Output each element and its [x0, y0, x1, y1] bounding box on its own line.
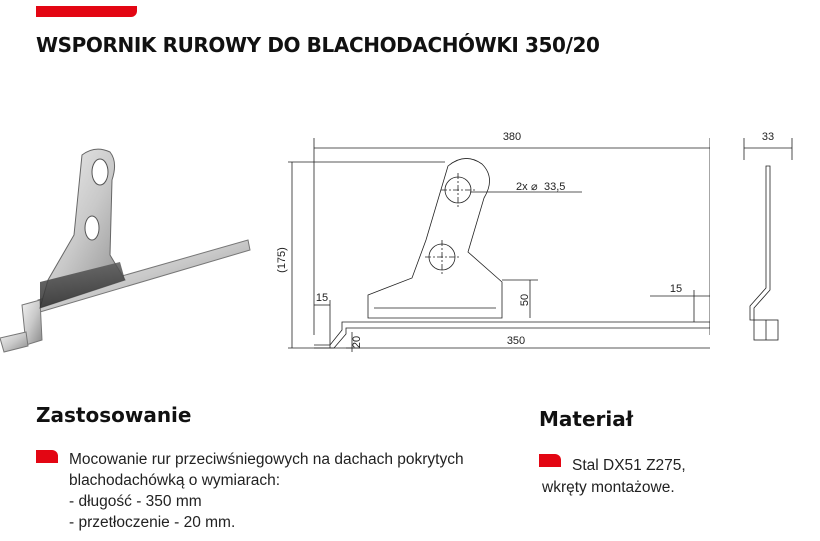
- dim-right-foot: 15: [670, 283, 682, 295]
- usage-line-2: blachodachówką o wymiarach:: [69, 472, 281, 489]
- dim-holes: 2x: [516, 181, 528, 193]
- technical-drawing-side: 33: [743, 131, 793, 341]
- usage-heading: Zastosowanie: [36, 403, 192, 427]
- dim-offset: 20: [351, 336, 363, 348]
- usage-bullet: [36, 450, 58, 463]
- material-text: Stal DX51 Z275,: [572, 455, 686, 476]
- usage-line-3: - długość - 350 mm: [69, 493, 202, 510]
- material-line-2: wkręty montażowe.: [542, 479, 675, 496]
- product-photo: [0, 148, 251, 353]
- dim-width: 380: [503, 131, 521, 143]
- usage-text: Mocowanie rur przeciwśniegowych na dacha…: [69, 449, 464, 533]
- material-heading: Materiał: [539, 407, 634, 431]
- diameter-icon: ⌀: [531, 181, 538, 193]
- dim-length: 350: [507, 335, 525, 347]
- dim-left-foot: 15: [316, 292, 328, 304]
- usage-line-4: - przetłoczenie - 20 mm.: [69, 514, 236, 531]
- material-bullet: [539, 454, 561, 467]
- header-accent-bar: [36, 6, 137, 17]
- technical-drawing-front: 380 (175) 2x ⌀ 33,5 15 50 15 20 350: [276, 131, 710, 352]
- page-title: WSPORNIK RUROWY DO BLACHODACHÓWKI 350/20: [36, 33, 600, 57]
- usage-line-1: Mocowanie rur przeciwśniegowych na dacha…: [69, 451, 464, 468]
- material-line-1: Stal DX51 Z275,: [572, 457, 686, 474]
- dim-thickness: 33: [762, 131, 774, 143]
- dim-hole-diameter: 33,5: [544, 181, 565, 193]
- dim-height: (175): [276, 247, 288, 273]
- dim-plate-height: 50: [519, 294, 531, 306]
- material-text-2: wkręty montażowe.: [542, 477, 675, 498]
